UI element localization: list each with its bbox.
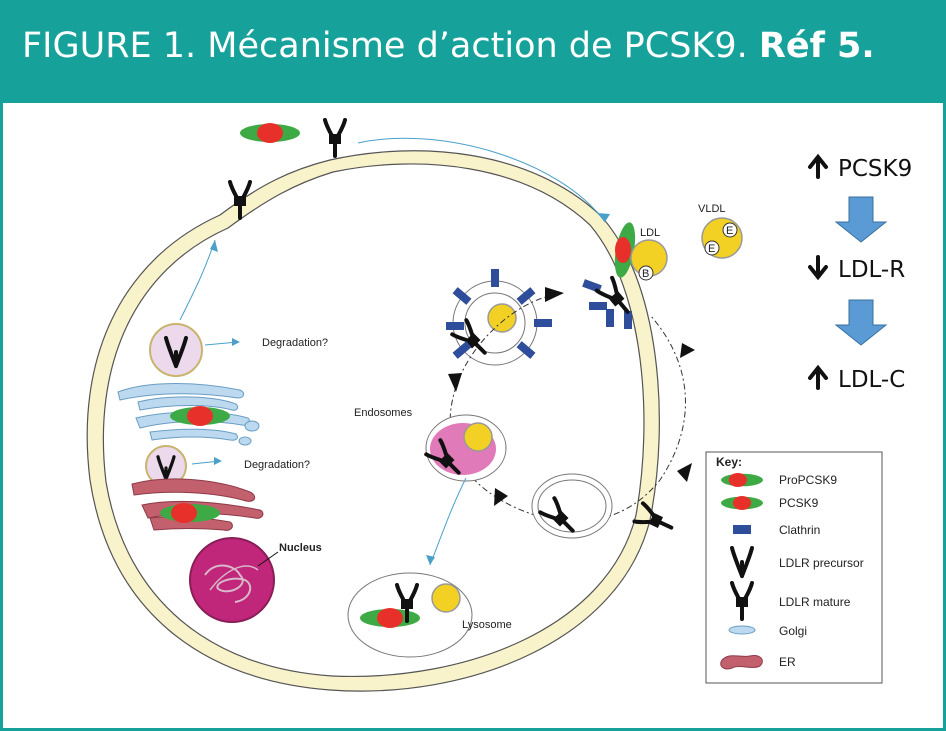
arrow-up-icon [808, 153, 828, 179]
cascade-arrow-1 [834, 196, 888, 243]
apo-e-label-2: E [708, 243, 715, 255]
lysosome-label: Lysosome [462, 619, 512, 631]
title-banner: FIGURE 1. Mécanisme d’action de PCSK9. R… [0, 0, 946, 103]
cascade-pcsk9: PCSK9 [838, 156, 912, 182]
svg-text:Golgi: Golgi [779, 624, 807, 638]
cascade-ldlr: LDL-R [838, 257, 905, 283]
key-title: Key: [716, 455, 742, 469]
svg-text:LDLR mature: LDLR mature [779, 595, 851, 609]
svg-text:PCSK9: PCSK9 [779, 496, 819, 510]
cascade-ldlc: LDL-C [838, 367, 905, 393]
apo-b-label: B [642, 268, 649, 280]
endosome: Endosomes [354, 407, 507, 481]
pcsk9-ldl-complex: B LDL [614, 222, 668, 281]
degradation-label-1: Degradation? [262, 337, 328, 349]
recycle-arrow-top [357, 137, 606, 223]
effect-cascade: PCSK9 LDL-R LDL-C [808, 153, 912, 393]
nucleus: Nucleus [189, 537, 322, 623]
golgi-apparatus [117, 383, 260, 446]
figure-title: FIGURE 1. Mécanisme d’action de PCSK9. R… [22, 26, 875, 66]
arrowhead-recycle-up [677, 463, 692, 482]
svg-text:ER: ER [779, 655, 796, 669]
clathrin-coated-vesicle [446, 269, 552, 366]
arrowhead-top [597, 213, 610, 222]
key-item-ldlr-precursor: LDLR precursor [730, 546, 864, 578]
apo-e-label-1: E [726, 225, 733, 237]
arrowhead-from-endosome [494, 488, 508, 506]
key-item-pcsk9: PCSK9 [721, 496, 819, 510]
ldlr-mature-surface-icon [323, 118, 347, 158]
arrow-up-icon-2 [808, 364, 828, 390]
endoplasmic-reticulum [131, 478, 264, 531]
secretory-vesicle: Degradation? [149, 239, 328, 377]
lysosome: Lysosome [347, 477, 512, 658]
vldl-particle: VLDL E E [698, 203, 743, 259]
nucleus-label: Nucleus [279, 542, 322, 554]
arrowhead-to-endosome [448, 373, 462, 392]
legend-key: Key: ProPCSK9 PCSK9 Clathrin LDLR precur… [705, 451, 883, 684]
arrow-down-icon [808, 255, 828, 281]
degradation-label-2: Degradation? [244, 459, 310, 471]
svg-text:ProPCSK9: ProPCSK9 [779, 473, 837, 487]
ldl-label: LDL [640, 227, 660, 239]
key-item-clathrin: Clathrin [733, 523, 820, 537]
figure-reference: Réf 5. [758, 26, 875, 66]
key-item-propcsk9: ProPCSK9 [721, 473, 837, 487]
key-item-ldlr-mature: LDLR mature [730, 581, 851, 621]
svg-text:Clathrin: Clathrin [779, 523, 820, 537]
recycling-vesicle [531, 473, 613, 538]
figure-title-main: FIGURE 1. Mécanisme d’action de PCSK9. [22, 26, 759, 66]
svg-text:LDLR precursor: LDLR precursor [779, 556, 864, 570]
vldl-label: VLDL [698, 203, 726, 215]
er-vesicle: Degradation? [145, 445, 310, 487]
cascade-arrow-2 [834, 299, 888, 346]
key-item-er: ER [720, 655, 796, 670]
arrowhead-pit [545, 287, 564, 302]
arrowhead-recycle-right [680, 343, 695, 358]
endosomes-label: Endosomes [354, 407, 413, 419]
key-item-golgi: Golgi [728, 624, 807, 638]
pcsk9-extracellular [240, 123, 300, 143]
recycling-pathway [449, 294, 686, 522]
